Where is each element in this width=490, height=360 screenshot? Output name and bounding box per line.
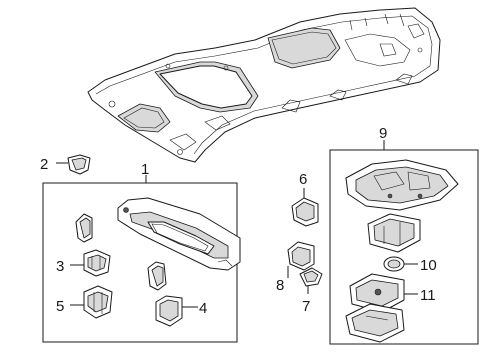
part-11-switch <box>349 273 418 313</box>
part-3-visor-holder <box>70 249 111 277</box>
visor-clip-center <box>147 261 167 291</box>
map-lamp-assembly <box>345 159 459 211</box>
callout-4: 4 <box>199 300 207 317</box>
visor-clip-upper <box>75 213 93 243</box>
callout-3: 3 <box>56 258 64 275</box>
part-6-grab-handle <box>291 188 319 227</box>
part-4-visor-clip <box>155 295 198 327</box>
headliner-panel <box>87 7 441 163</box>
lamp-lens <box>367 213 421 253</box>
part-5-visor-holder <box>70 285 113 319</box>
callout-11: 11 <box>420 287 436 304</box>
callout-5: 5 <box>56 298 64 315</box>
callout-8: 8 <box>276 277 284 294</box>
part-10-bulb <box>383 256 418 272</box>
callout-10: 10 <box>420 257 437 274</box>
callout-7: 7 <box>302 298 310 315</box>
callout-1: 1 <box>141 161 149 178</box>
part-8-handle-bracket <box>287 241 315 278</box>
group-box-9 <box>329 140 479 345</box>
part-2-clip <box>56 154 91 175</box>
lamp-base-cover <box>345 303 405 343</box>
callout-9: 9 <box>379 125 387 142</box>
part-7-cap <box>299 267 323 294</box>
callout-6: 6 <box>299 171 307 188</box>
sun-visor <box>117 197 241 271</box>
callout-2: 2 <box>40 156 48 173</box>
